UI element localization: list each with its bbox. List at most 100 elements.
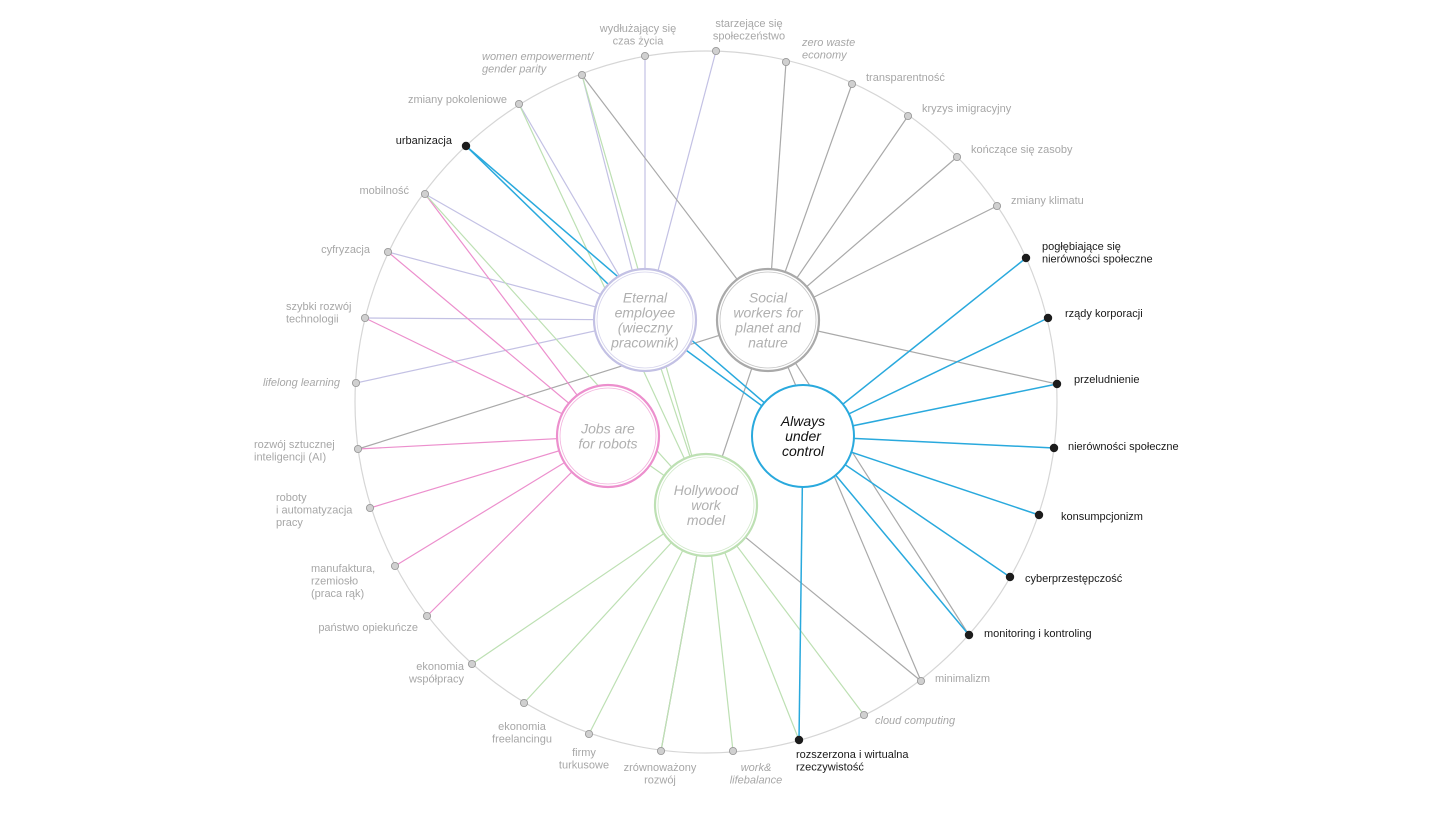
factor-przeludnienie[interactable]: przeludnienie [1052,374,1140,389]
factor-monitoring[interactable]: monitoring i kontroling [964,628,1092,640]
social-workers-hub-label: nature [748,335,788,351]
factor-label: cyfryzacja [321,244,371,256]
factor-klimat[interactable]: zmiany klimatu [992,195,1084,211]
factor-rzady[interactable]: rządy korporacji [1043,308,1143,323]
hollywood-hub-label: work [691,497,722,513]
factor-konczace[interactable]: kończące się zasoby [952,144,1073,162]
factor-label: państwo opiekuńcze [318,622,418,634]
factor-cloud[interactable]: cloud computing [859,710,956,727]
factor-label: zmiany klimatu [1011,195,1084,207]
factor-label: kryzys imigracyjny [922,103,1012,115]
factor-dot [781,57,791,67]
factor-label: technologii [286,314,339,326]
factor-label: czas życia [613,36,665,48]
factor-label: zero waste [801,37,855,49]
factor-label: economy [802,50,848,62]
hollywood-hub-label: Hollywood [674,482,740,498]
factor-label: manufaktura, [311,563,375,575]
factor-dot [859,710,869,720]
factor-urbanizacja[interactable]: urbanizacja [396,135,471,151]
factor-dot [794,735,804,745]
factor-label: ekonomia [498,721,547,733]
factor-label: cyberprzestępczość [1025,573,1123,585]
factor-label: monitoring i kontroling [984,628,1092,640]
factor-panstwo[interactable]: państwo opiekuńcze [318,611,432,634]
factor-nierownosci[interactable]: nierówności społeczne [1049,441,1179,453]
factor-lifelong[interactable]: lifelong learning [263,377,361,389]
factor-label: kończące się zasoby [971,144,1073,156]
factor-dot [1021,253,1031,263]
factor-label: lifebalance [730,775,783,787]
connections [355,50,1058,752]
factor-label: work& [741,762,772,774]
factor-dot [1052,379,1062,389]
factor-cyber[interactable]: cyberprzestępczość [1005,572,1123,585]
factor-label: inteligencji (AI) [254,452,326,464]
factor-dot [711,46,721,56]
factor-label: i automatyzacja [276,505,353,517]
always-under-control-hub-circle [751,384,855,488]
factor-dot [640,51,650,61]
factor-label: rządy korporacji [1065,308,1143,320]
eternal-employee-hub-circle [592,267,698,373]
factor-label: wydłużający się [599,23,676,35]
outer-ring [354,50,1058,754]
factor-dot [1034,510,1044,520]
factor-label: rzeczywistość [796,762,864,774]
factor-konsumpcjonizm[interactable]: konsumpcjonizm [1034,510,1143,523]
factor-label: współpracy [408,674,465,686]
factor-dot [903,111,913,121]
factor-dot [964,630,974,640]
hollywood-hub-label: model [687,512,726,528]
factor-label: freelancingu [492,734,552,746]
factor-dot [577,70,587,80]
factor-dot [1049,443,1059,453]
factor-manufaktura[interactable]: manufaktura,rzemiosło(praca rąk) [311,561,400,600]
factor-worklife[interactable]: work&lifebalance [728,746,783,787]
factor-dot [365,503,375,513]
factor-women[interactable]: women empowerment/gender parity [482,51,594,80]
link-ai-social [357,319,769,450]
factor-label: women empowerment/ [482,51,594,63]
social-workers-hub-inner-ring [719,271,817,369]
factor-pokoleniowe[interactable]: zmiany pokoleniowe [408,94,524,109]
eternal-employee-hub-label: pracownik) [610,335,679,351]
factor-label: nierówności społeczne [1042,254,1153,266]
jobs-robots-hub-circle [555,383,661,489]
factor-transparentnosc[interactable]: transparentność [847,72,945,89]
factor-minimalizm[interactable]: minimalizm [916,673,990,686]
factor-dot [420,189,430,199]
factor-dot [422,611,432,621]
factor-kryzys[interactable]: kryzys imigracyjny [903,103,1012,121]
factor-label: lifelong learning [263,377,341,389]
factor-dot [1043,313,1053,323]
factor-mobilnosc[interactable]: mobilność [359,185,430,199]
link-monitoring-social [767,319,970,636]
factor-dot [656,746,666,756]
factor-dot [360,313,370,323]
factor-cyfryzacja[interactable]: cyfryzacja [321,244,393,257]
factor-dot [847,79,857,89]
always-under-control-hub-label: under [785,428,822,444]
factor-label: ekonomia [416,661,465,673]
factor-label: społeczeństwo [713,31,785,43]
always-under-control-hub-label: Always [780,413,825,429]
